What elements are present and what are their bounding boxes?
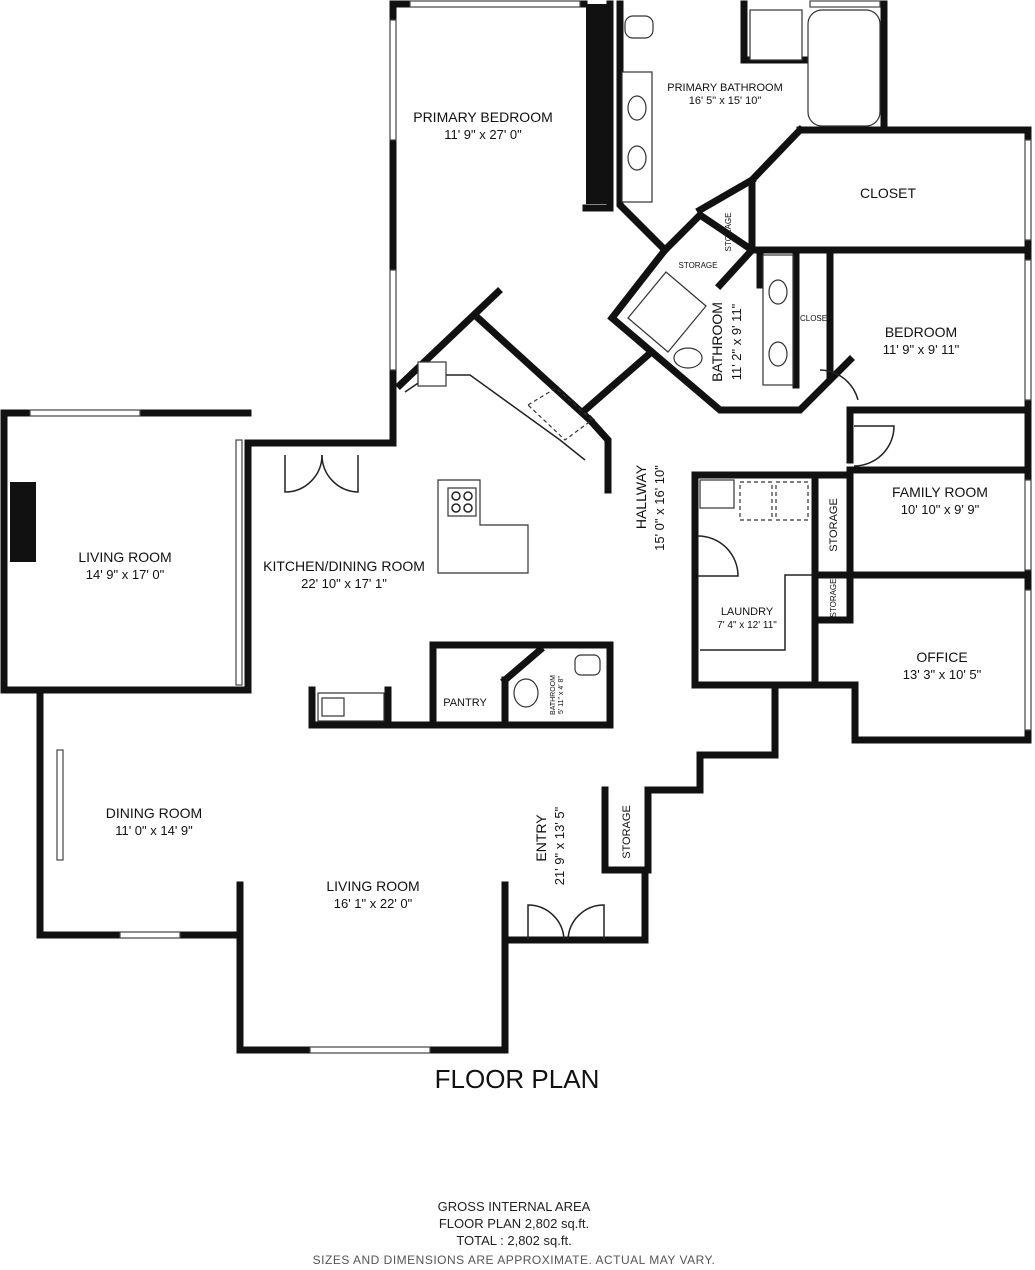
window [235,439,243,686]
storage-d-name: STORAGE [829,579,838,618]
dining-room-dims: 11' 0" x 14' 9" [115,823,193,838]
window [389,19,397,141]
window [119,931,181,939]
laundry-door-swing [697,535,739,577]
footer-floor-plan-area: FLOOR PLAN 2,802 sq.ft. [439,1216,589,1231]
shower [749,9,803,61]
living-room-left-name: LIVING ROOM [78,549,171,565]
doors [284,369,895,941]
fireplace [10,482,36,562]
laundry-sink [699,479,735,509]
bathtub [627,271,707,353]
sink [627,95,647,121]
living-room-left-dims: 14' 9" x 17' 0" [86,567,165,582]
bar-sink [321,697,345,717]
kitchen-dining-name: KITCHEN/DINING ROOM [263,558,425,574]
small-sink [513,678,539,708]
family-room-name: FAMILY ROOM [892,484,988,500]
office-name: OFFICE [916,649,967,665]
dryer [775,481,809,521]
sink [768,341,788,367]
toilet [624,15,654,39]
footer-disclaimer: SIZES AND DIMENSIONS ARE APPROXIMATE. AC… [313,1253,716,1267]
storage-b-name: STORAGE [679,261,718,270]
window [1024,259,1032,401]
floor-plan-title: FLOOR PLAN [435,1064,600,1094]
toilet [673,347,703,369]
window [1024,589,1032,731]
window [389,269,397,371]
vanity [621,71,653,203]
living-room-main-dims: 16' 1" x 22' 0" [334,896,413,911]
living-room-main-name: LIVING ROOM [326,878,419,894]
bathroom-2-dims: 11' 2" x 9' 11" [729,303,744,380]
window [56,749,64,861]
family-room-dims: 10' 10" x 9' 9" [901,502,980,517]
hallway-dims: 15' 0" x 16' 10" [652,465,667,551]
window [1024,139,1032,241]
chimney-column [586,4,610,204]
primary-bathroom-dims: 16' 5" x 15' 10" [689,95,762,107]
closet-name: CLOSET [860,185,916,201]
room-labels: PRIMARY BEDROOM 11' 9" x 27' 0" PRIMARY … [78,82,988,911]
windows [29,0,1032,1054]
primary-bedroom-dims: 11' 9" x 27' 0" [444,127,522,142]
primary-bedroom-name: PRIMARY BEDROOM [413,109,553,125]
sink [768,279,788,305]
door-swing [284,454,323,493]
entry-door-swing [527,904,565,941]
closet-small-name: CLOSET [800,314,832,323]
primary-bathroom-name: PRIMARY BATHROOM [667,82,783,94]
storage-c-name: STORAGE [828,498,840,552]
bedroom-door-swing [819,369,859,401]
office-dims: 13' 3" x 10' 5" [903,667,982,682]
cooktop [447,487,477,517]
footer-area-heading: GROSS INTERNAL AREA [438,1199,591,1214]
entry-name: ENTRY [533,814,549,862]
window [29,409,141,417]
laundry-dims: 7' 4" x 12' 11" [717,620,777,631]
window [409,0,581,8]
appliance-outline [527,387,593,441]
window [309,1046,431,1054]
door-swing [321,454,359,493]
laundry-name: LAUNDRY [721,606,774,618]
bathtub [807,9,881,127]
kitchen-dining-dims: 22' 10" x 17' 1" [301,576,387,591]
bedroom-dims: 11' 9" x 9' 11" [883,342,960,357]
bedroom-name: BEDROOM [885,324,957,340]
hallway-name: HALLWAY [633,464,649,529]
pantry-name: PANTRY [443,697,487,709]
toilet [574,654,601,676]
entry-dims: 21' 9" x 13' 5" [552,806,567,885]
fixtures [317,9,881,722]
washer [739,481,773,521]
kitchen-sink [417,361,447,387]
bathroom-small-name: BATHROOM [550,675,557,715]
storage-a-name: STORAGE [724,213,733,252]
window [1024,479,1032,571]
storage-e-name: STORAGE [621,805,633,859]
entry-door-swing [567,904,605,941]
family-door-swing [853,425,895,467]
footer-total-area: TOTAL : 2,802 sq.ft. [456,1233,571,1248]
bathroom-2-name: BATHROOM [709,302,725,382]
window [809,0,881,8]
dining-room-name: DINING ROOM [106,805,202,821]
bathroom-small-dims: 5' 11" x 4' 8" [558,676,565,714]
sink [627,145,647,171]
